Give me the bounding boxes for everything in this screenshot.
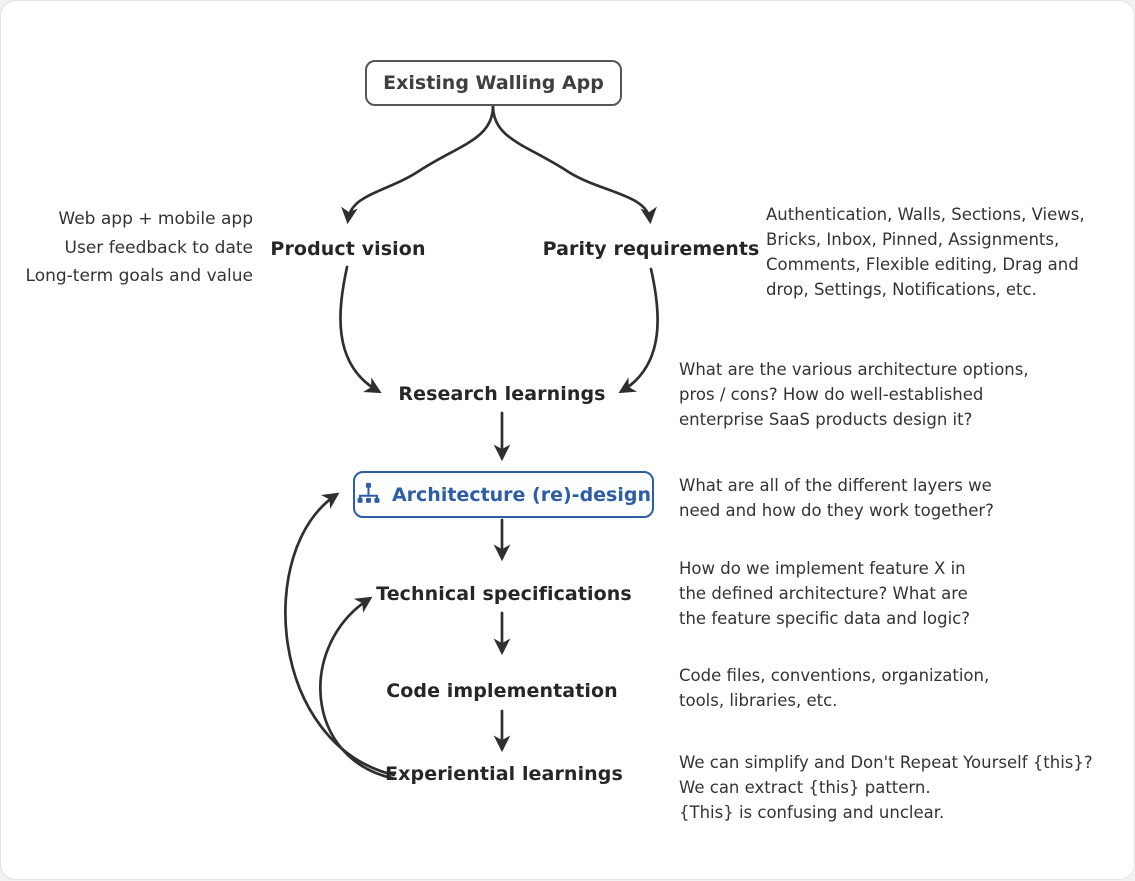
note-experiential-learnings: We can simplify and Don't Repeat Yoursel…	[679, 753, 1093, 822]
node-existing-walling-app-label: Existing Walling App	[383, 72, 604, 94]
node-technical-specifications: Technical specifications	[376, 583, 632, 605]
node-product-vision: Product vision	[270, 238, 426, 260]
edge-experiential-learnings-to-technical-specifications	[319, 596, 394, 780]
edge-root-to-product-vision	[341, 104, 495, 225]
note-parity-requirements: Authentication, Walls, Sections, Views, …	[766, 205, 1085, 299]
node-experiential-learnings: Experiential learnings	[385, 763, 623, 785]
note-architecture-redesign: What are all of the different layers we …	[679, 476, 994, 520]
edge-parity-requirements-to-research-learnings	[618, 267, 660, 394]
node-architecture-redesign: Architecture (re)-design	[353, 471, 654, 518]
edge-product-vision-to-research-learnings	[339, 265, 382, 394]
note-code-implementation: Code files, conventions, organization, t…	[679, 666, 990, 710]
node-parity-requirements: Parity requirements	[542, 238, 760, 260]
node-research-learnings: Research learnings	[398, 383, 606, 405]
edge-experiential-learnings-to-architecture	[284, 492, 396, 777]
note-research-learnings: What are the various architecture option…	[679, 360, 1029, 429]
note-product-vision: Web app + mobile app User feedback to da…	[25, 209, 253, 286]
note-technical-specifications: How do we implement feature X in the def…	[679, 559, 970, 628]
sitemap-icon	[357, 482, 380, 503]
edge-root-to-parity-requirements	[491, 104, 657, 225]
node-architecture-redesign-label: Architecture (re)-design	[391, 483, 652, 506]
node-code-implementation: Code implementation	[386, 680, 618, 702]
node-existing-walling-app: Existing Walling App	[365, 60, 622, 106]
